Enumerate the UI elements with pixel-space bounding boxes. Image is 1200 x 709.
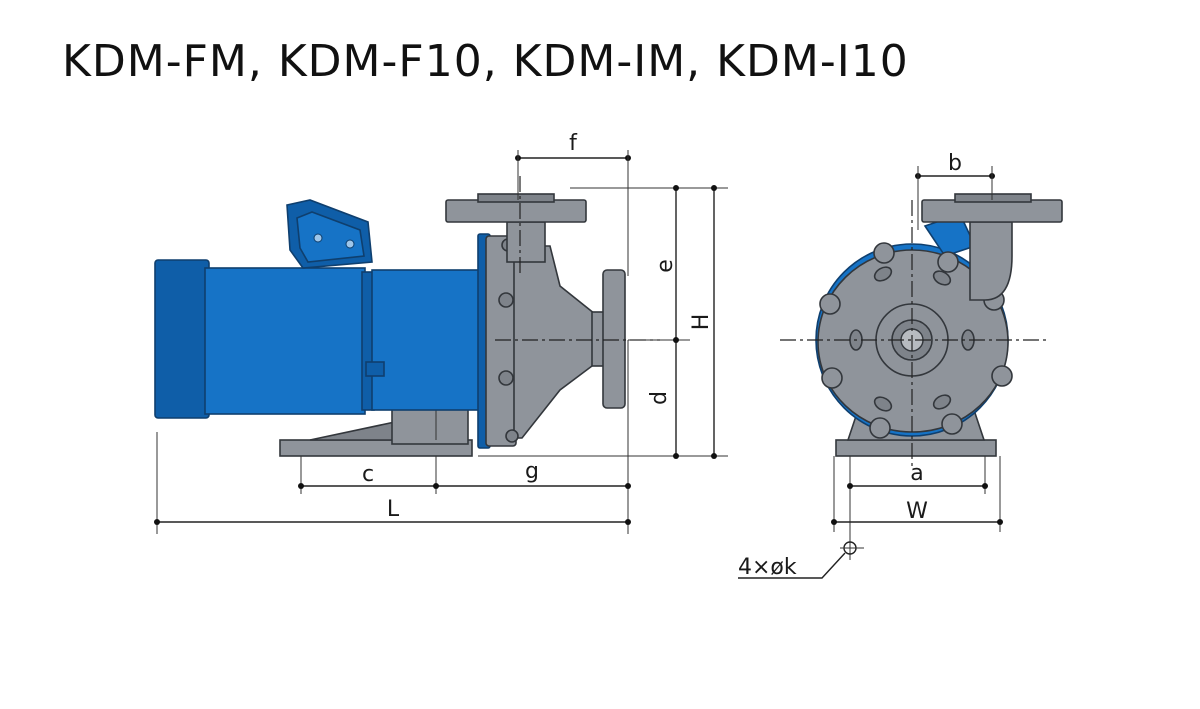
front-view-dimensions: b a W 4×øk <box>738 151 1003 580</box>
dimension-g-label: g <box>525 459 539 484</box>
side-view-dimensions: f e d H c g <box>154 131 728 534</box>
front-discharge-flange <box>921 199 1063 223</box>
casing-bolt <box>498 292 514 308</box>
dimension-e-label: e <box>653 259 678 273</box>
front-view <box>780 193 1063 470</box>
motor-body <box>204 267 366 415</box>
dimension-a-label: a <box>910 461 923 486</box>
dimension-H-label: H <box>689 314 714 331</box>
rear-casing <box>485 235 517 447</box>
side-view <box>154 176 660 457</box>
front-flange-neck <box>954 193 1032 203</box>
motor-lug <box>365 361 385 377</box>
discharge-flange-neck <box>477 193 555 203</box>
dimension-c-label: c <box>362 462 374 487</box>
terminal-screw <box>313 233 323 243</box>
dimension-b-label: b <box>948 151 962 176</box>
terminal-screw <box>345 239 355 249</box>
base-rib <box>309 421 396 441</box>
front-casing <box>513 245 601 439</box>
discharge-nozzle <box>506 221 546 263</box>
dimension-W-label: W <box>906 499 928 524</box>
page-title: KDM-FM, KDM-F10, KDM-IM, KDM-I10 <box>62 36 909 87</box>
discharge-flange <box>445 199 587 223</box>
casing-bolt <box>498 370 514 386</box>
bolt-hole-label: 4×øk <box>738 555 797 580</box>
bolt-hole-leader <box>738 552 846 579</box>
motor-front <box>371 269 481 411</box>
front-base-plate <box>835 439 997 457</box>
dimension-f-label: f <box>569 131 578 156</box>
casing-bolt <box>505 429 519 443</box>
dimension-L-label: L <box>387 497 400 522</box>
suction-flange <box>602 269 626 409</box>
terminal-box-lid <box>296 211 365 263</box>
dimension-d-label: d <box>647 391 672 405</box>
front-discharge-nozzle <box>969 221 1013 301</box>
motor-fan-cover <box>154 259 210 419</box>
